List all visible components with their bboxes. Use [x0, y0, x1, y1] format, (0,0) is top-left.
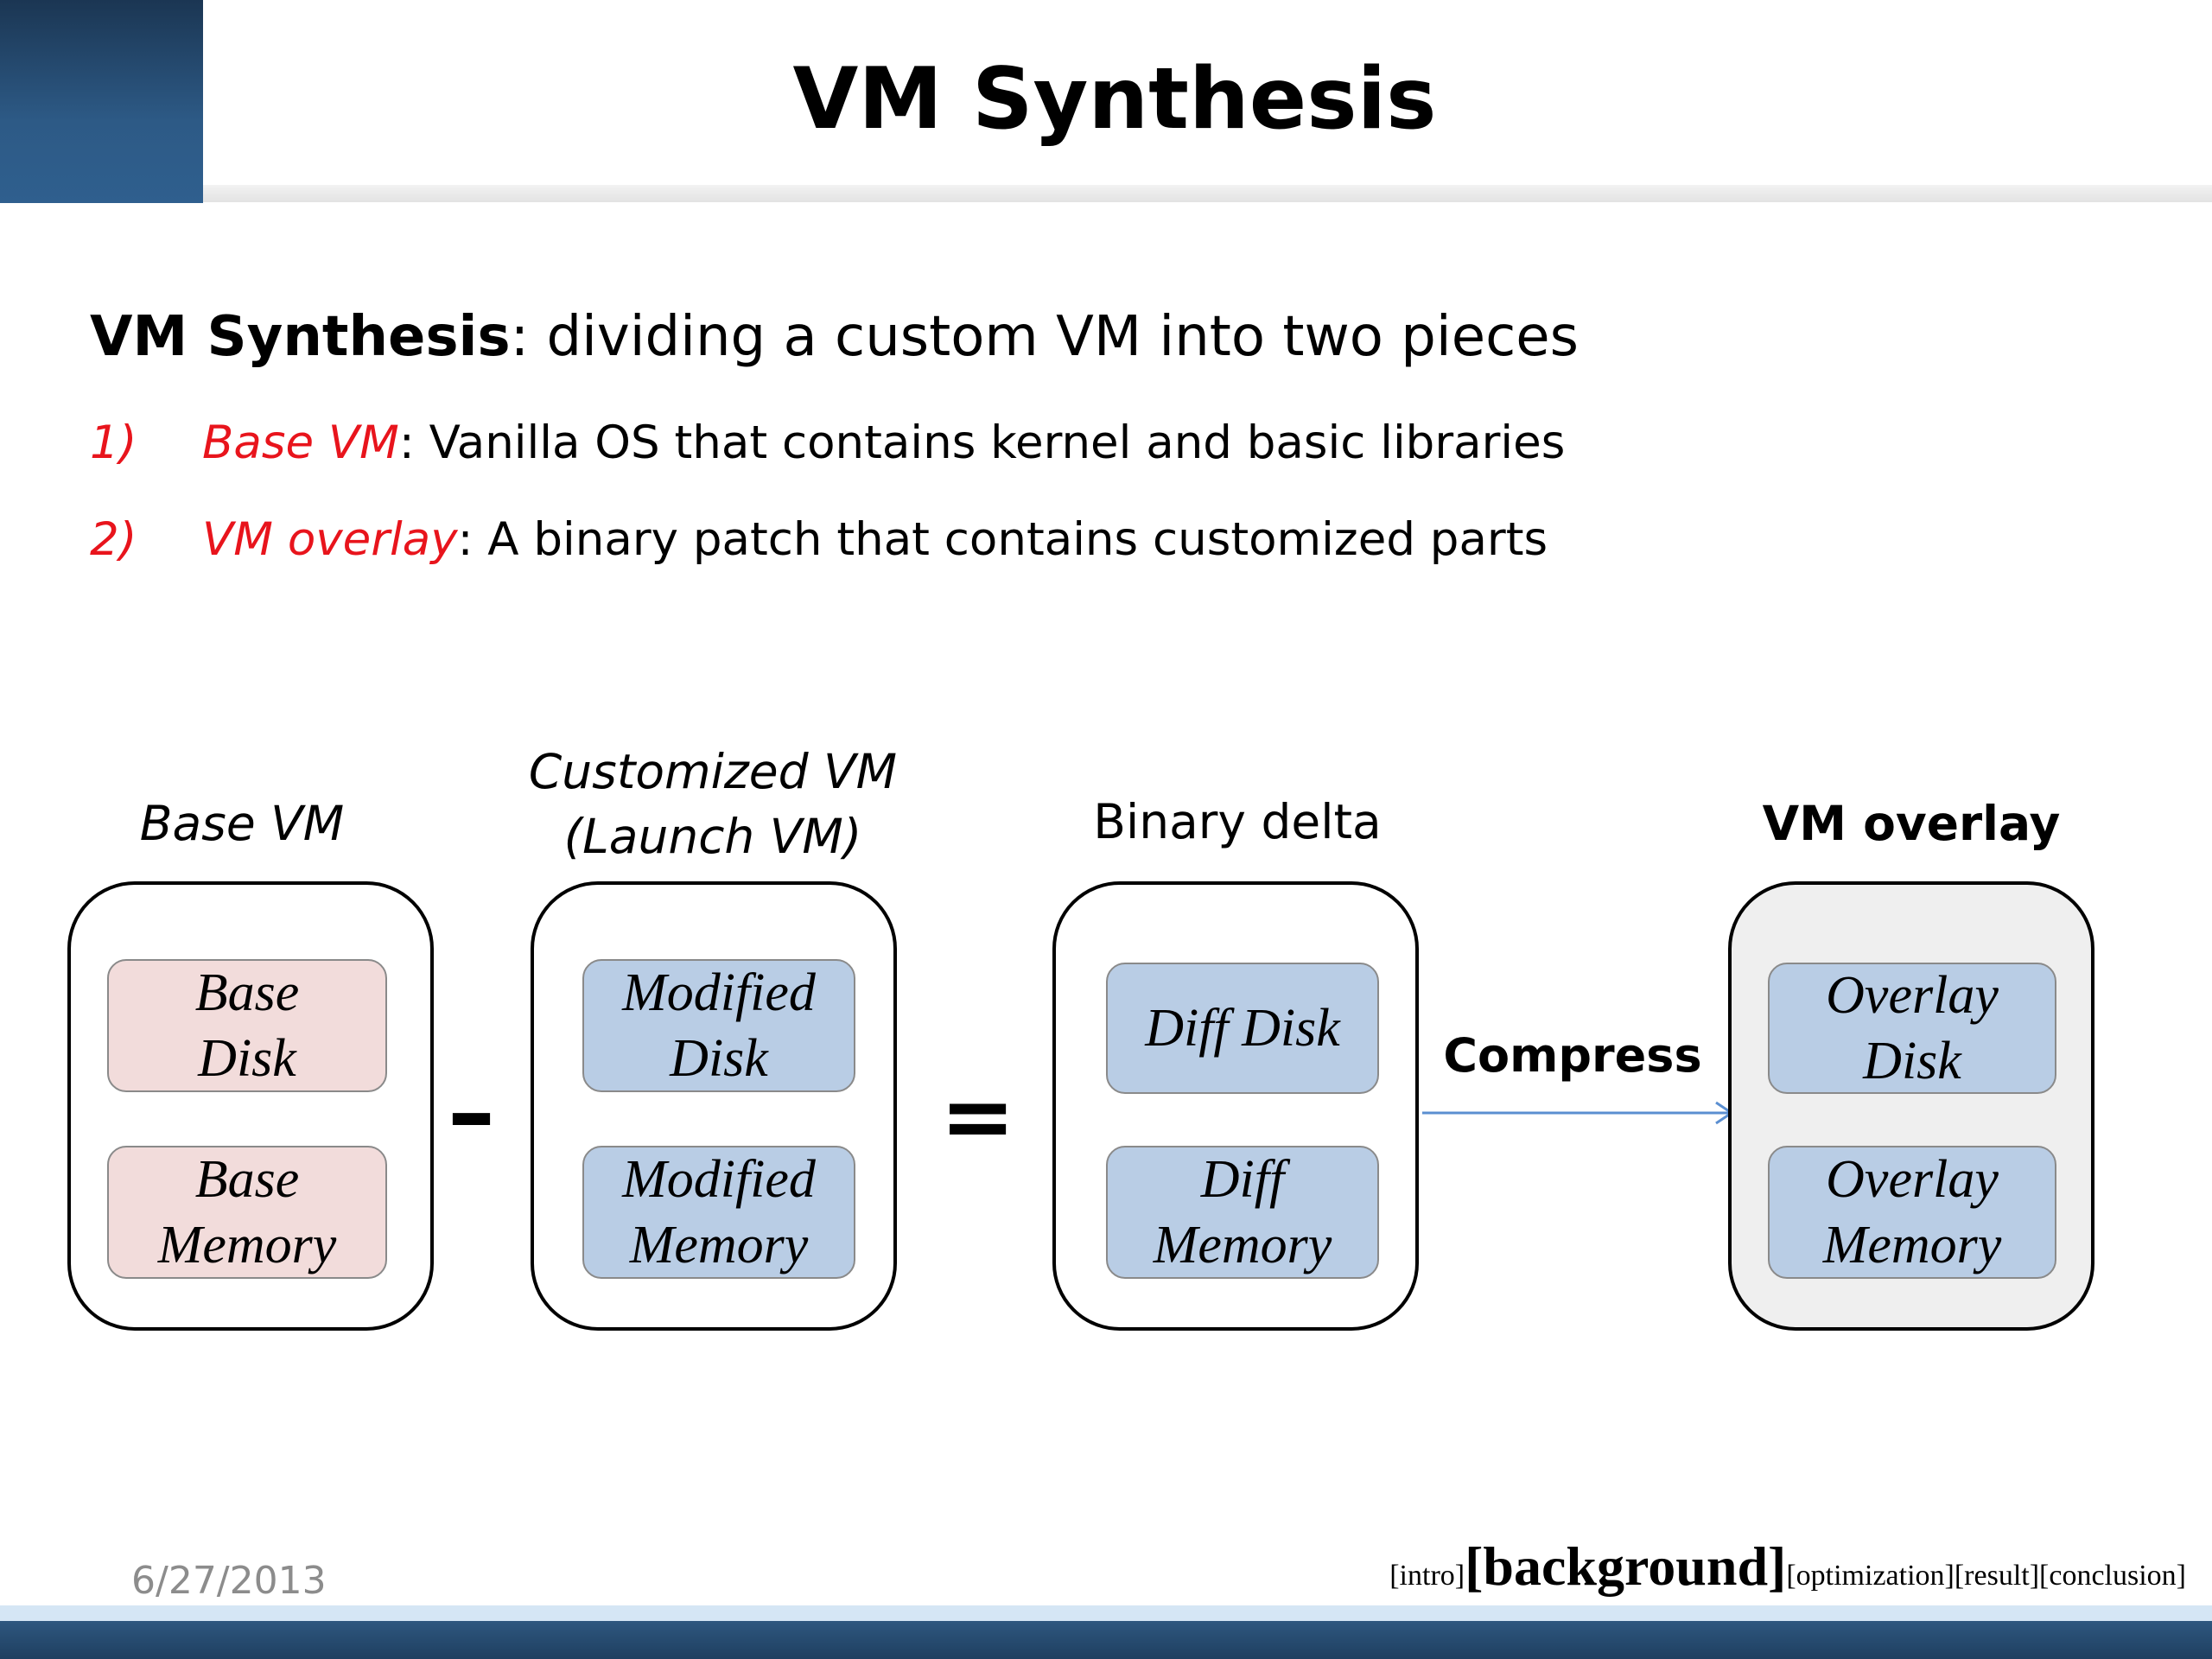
footer-dark-band: [0, 1621, 2212, 1659]
nav-optimization[interactable]: [optimization]: [1786, 1560, 1955, 1592]
slide-title: VM Synthesis: [792, 50, 1437, 149]
bullet-text: VM overlay: A binary patch that contains…: [202, 510, 1548, 570]
compress-label: Compress: [1443, 1028, 1702, 1083]
nav-intro[interactable]: [intro]: [1389, 1560, 1465, 1592]
vm-overlay-box: Overlay Disk Overlay Memory: [1728, 881, 2094, 1331]
nav-background-current[interactable]: [background]: [1465, 1535, 1787, 1597]
nav-conclusion[interactable]: [conclusion]: [2039, 1560, 2186, 1592]
overlay-disk-block: Overlay Disk: [1768, 963, 2056, 1094]
compress-arrow: [1422, 1101, 1734, 1125]
title-underline-rule: [203, 185, 2212, 202]
base-vm-box: Base Disk Base Memory: [67, 881, 434, 1331]
customized-vm-label: Customized VM: [528, 744, 898, 799]
intro-text: : dividing a custom VM into two pieces: [510, 305, 1579, 369]
intro-line: VM Synthesis: dividing a custom VM into …: [90, 298, 1579, 376]
intro-term: VM Synthesis: [90, 305, 511, 369]
bullet-number: 2): [90, 513, 137, 566]
customized-vm-box: Modified Disk Modified Memory: [531, 881, 897, 1331]
binary-delta-box: Diff Disk Diff Memory: [1052, 881, 1419, 1331]
base-memory-block: Base Memory: [107, 1146, 387, 1279]
diff-disk-block: Diff Disk: [1106, 963, 1379, 1094]
bullet-description: : A binary patch that contains customize…: [457, 513, 1548, 566]
diff-memory-block: Diff Memory: [1106, 1146, 1379, 1279]
modified-memory-block: Modified Memory: [582, 1146, 855, 1279]
base-vm-label: Base VM: [139, 796, 345, 851]
bullet-term: VM overlay: [202, 513, 458, 566]
bullet-number: 1): [90, 416, 137, 469]
bullet-term: Base VM: [202, 416, 399, 469]
bullet-text: Base VM: Vanilla OS that contains kernel…: [202, 413, 1565, 474]
footer-light-band: [0, 1605, 2212, 1621]
overlay-memory-block: Overlay Memory: [1768, 1146, 2056, 1279]
nav-result[interactable]: [result]: [1954, 1560, 2040, 1592]
bullet-description: : Vanilla OS that contains kernel and ba…: [398, 416, 1566, 469]
binary-delta-label: Binary delta: [1093, 794, 1382, 849]
header-corner-block: [0, 0, 203, 203]
section-nav: [intro][background][optimization][result…: [1389, 1536, 2186, 1611]
slide-date: 6/27/2013: [131, 1559, 327, 1603]
minus-operator: –: [448, 1057, 495, 1167]
base-disk-block: Base Disk: [107, 959, 387, 1092]
modified-disk-block: Modified Disk: [582, 959, 855, 1092]
launch-vm-label: (Launch VM): [563, 809, 862, 864]
vm-overlay-label: VM overlay: [1762, 796, 2061, 851]
equals-operator: =: [940, 1064, 1016, 1169]
